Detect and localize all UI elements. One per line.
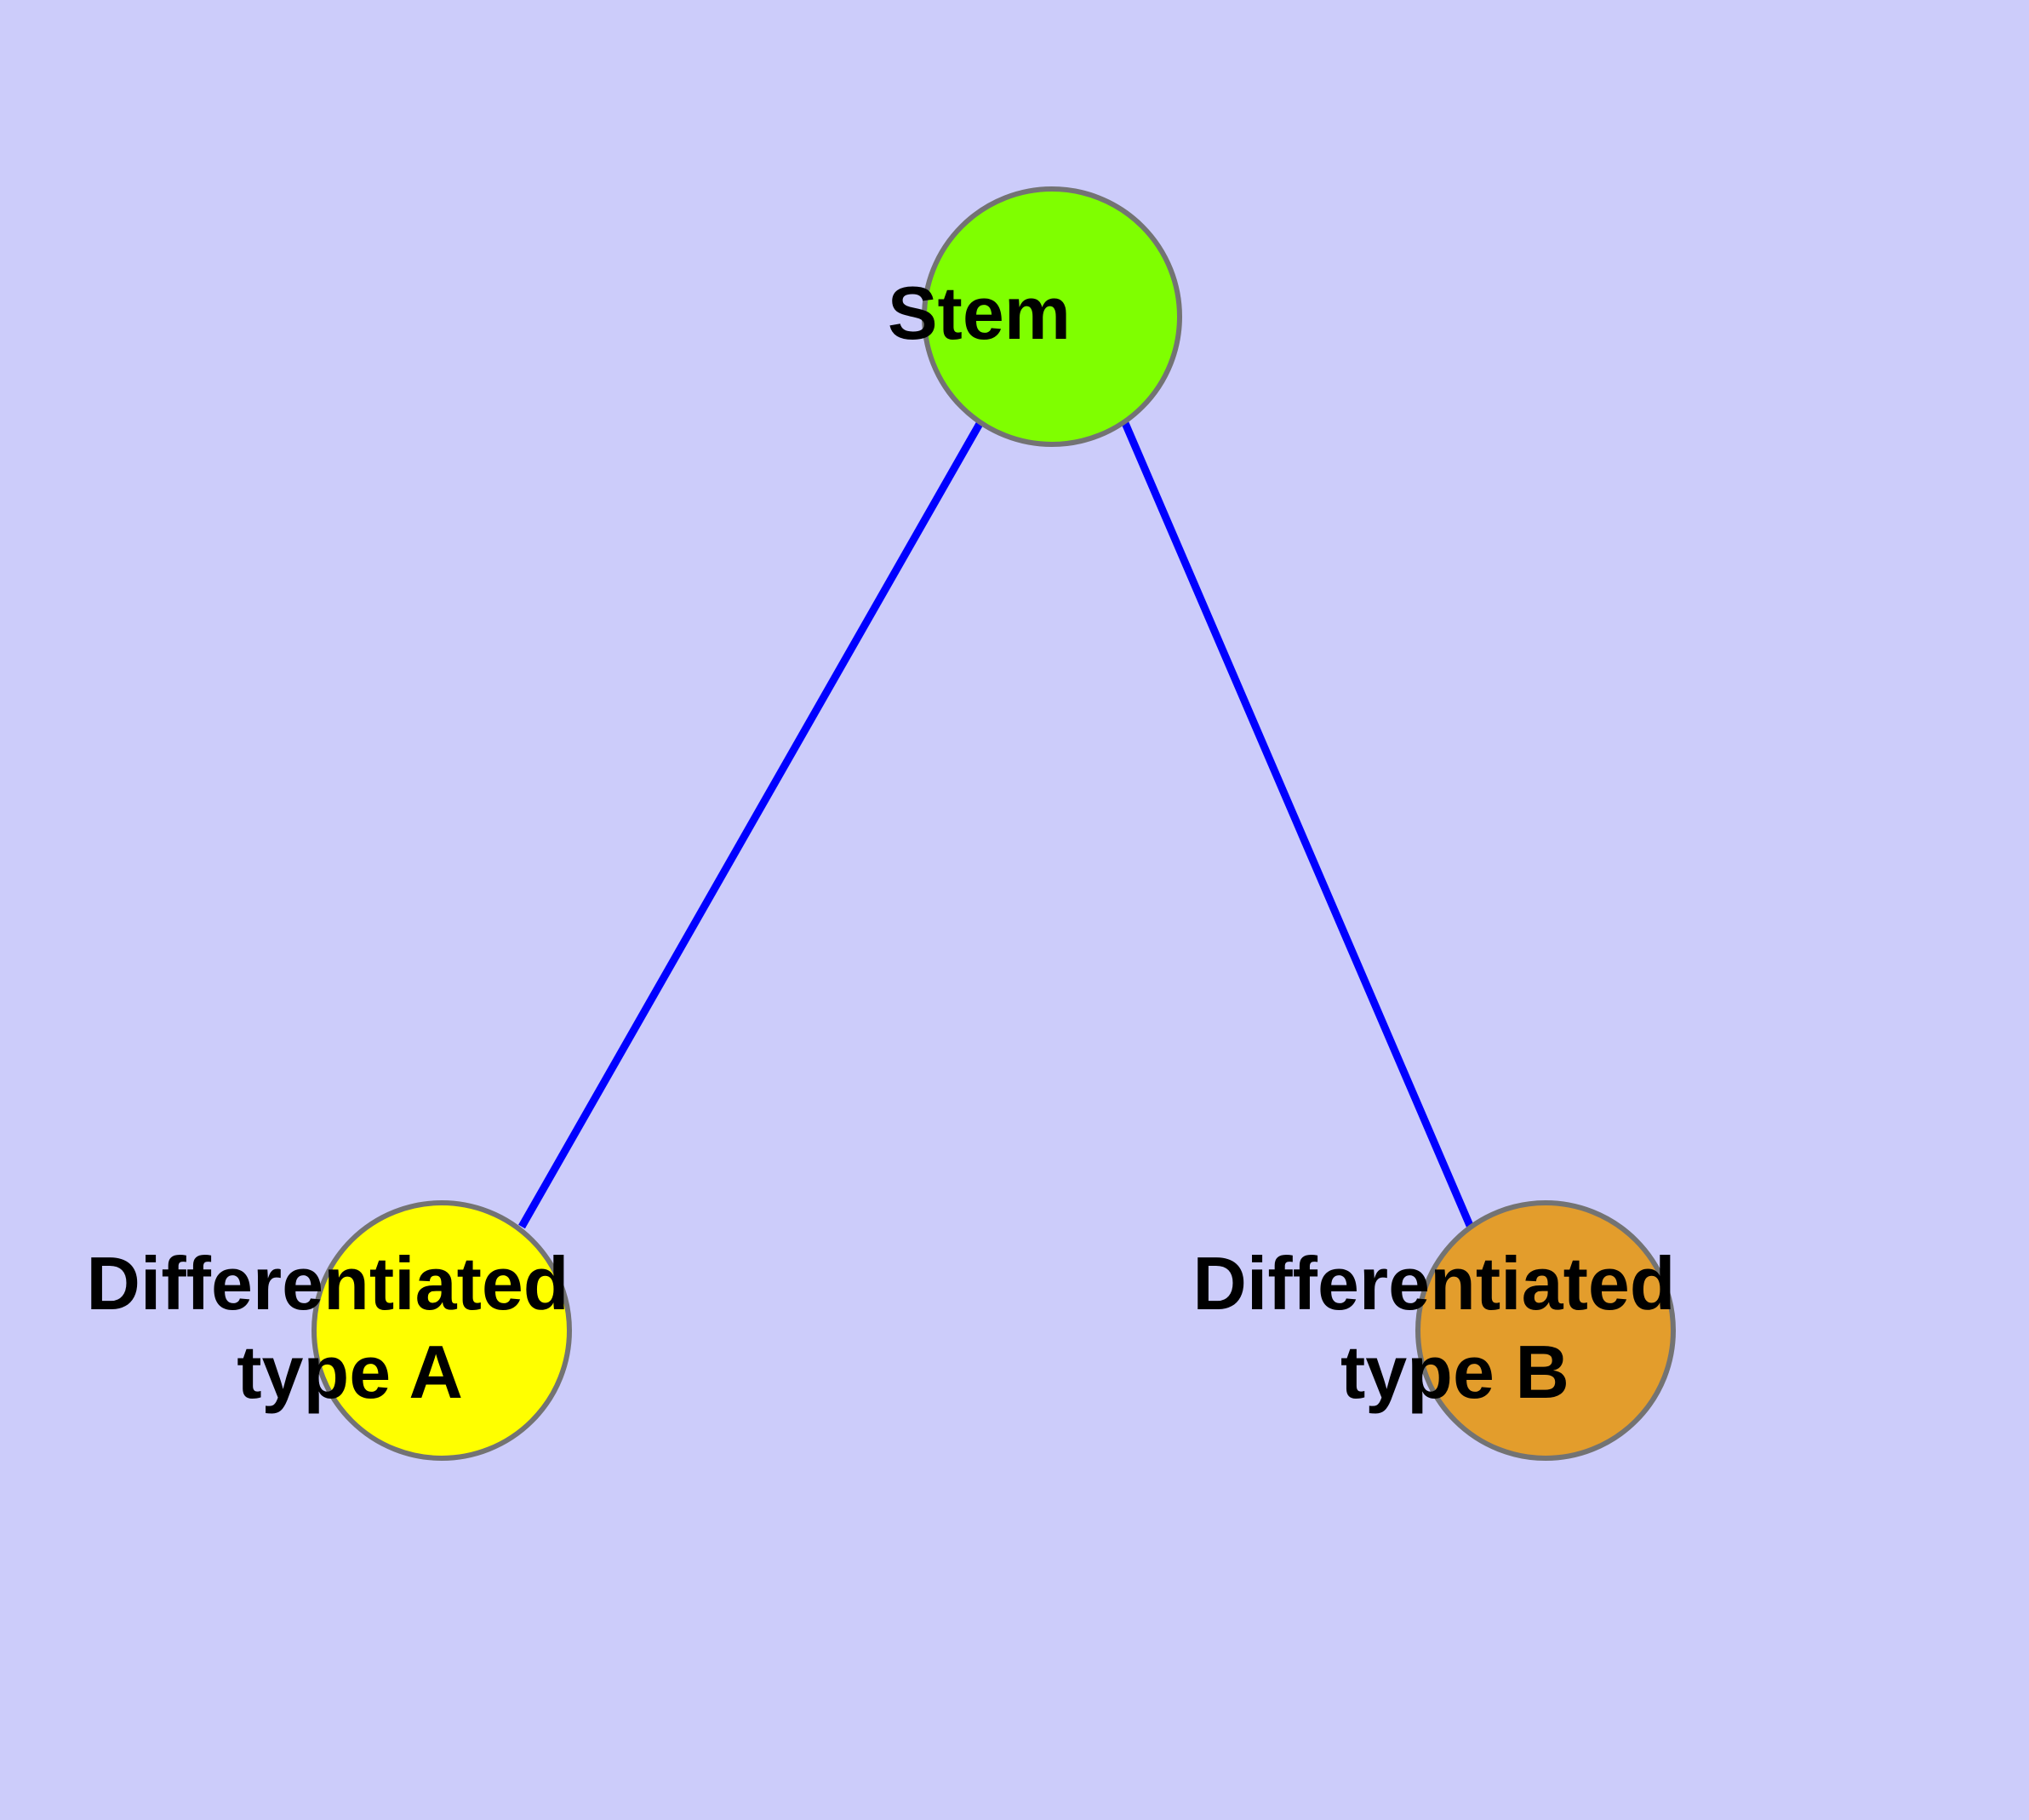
node-diff-b-label: Differentiated type B: [1192, 1241, 1862, 1414]
node-stem-circle[interactable]: [922, 186, 1182, 447]
node-diff-b-circle[interactable]: [1415, 1200, 1676, 1461]
node-diff-a[interactable]: [311, 1200, 572, 1461]
node-diff-a-label-line-2: type A: [237, 1330, 461, 1414]
node-stem[interactable]: [922, 186, 1182, 447]
node-layer: [311, 186, 1676, 1461]
label-layer: Stem Differentiated type A Differentiate…: [86, 271, 1862, 1414]
edge-layer: [518, 420, 1475, 1229]
node-diff-a-label: Differentiated type A: [86, 1241, 756, 1414]
node-stem-label-line-1: Stem: [888, 271, 1071, 355]
node-diff-a-circle[interactable]: [311, 1200, 572, 1461]
node-diff-a-label-line-1: Differentiated: [86, 1241, 569, 1325]
edge-stem-to-diff-a[interactable]: [518, 420, 984, 1229]
node-diff-b-label-line-2: type B: [1340, 1330, 1569, 1414]
node-stem-label: Stem: [888, 271, 1216, 355]
node-diff-b[interactable]: [1415, 1200, 1676, 1461]
edge-stem-to-diff-b[interactable]: [1121, 421, 1475, 1229]
node-diff-b-label-line-1: Differentiated: [1192, 1241, 1675, 1325]
